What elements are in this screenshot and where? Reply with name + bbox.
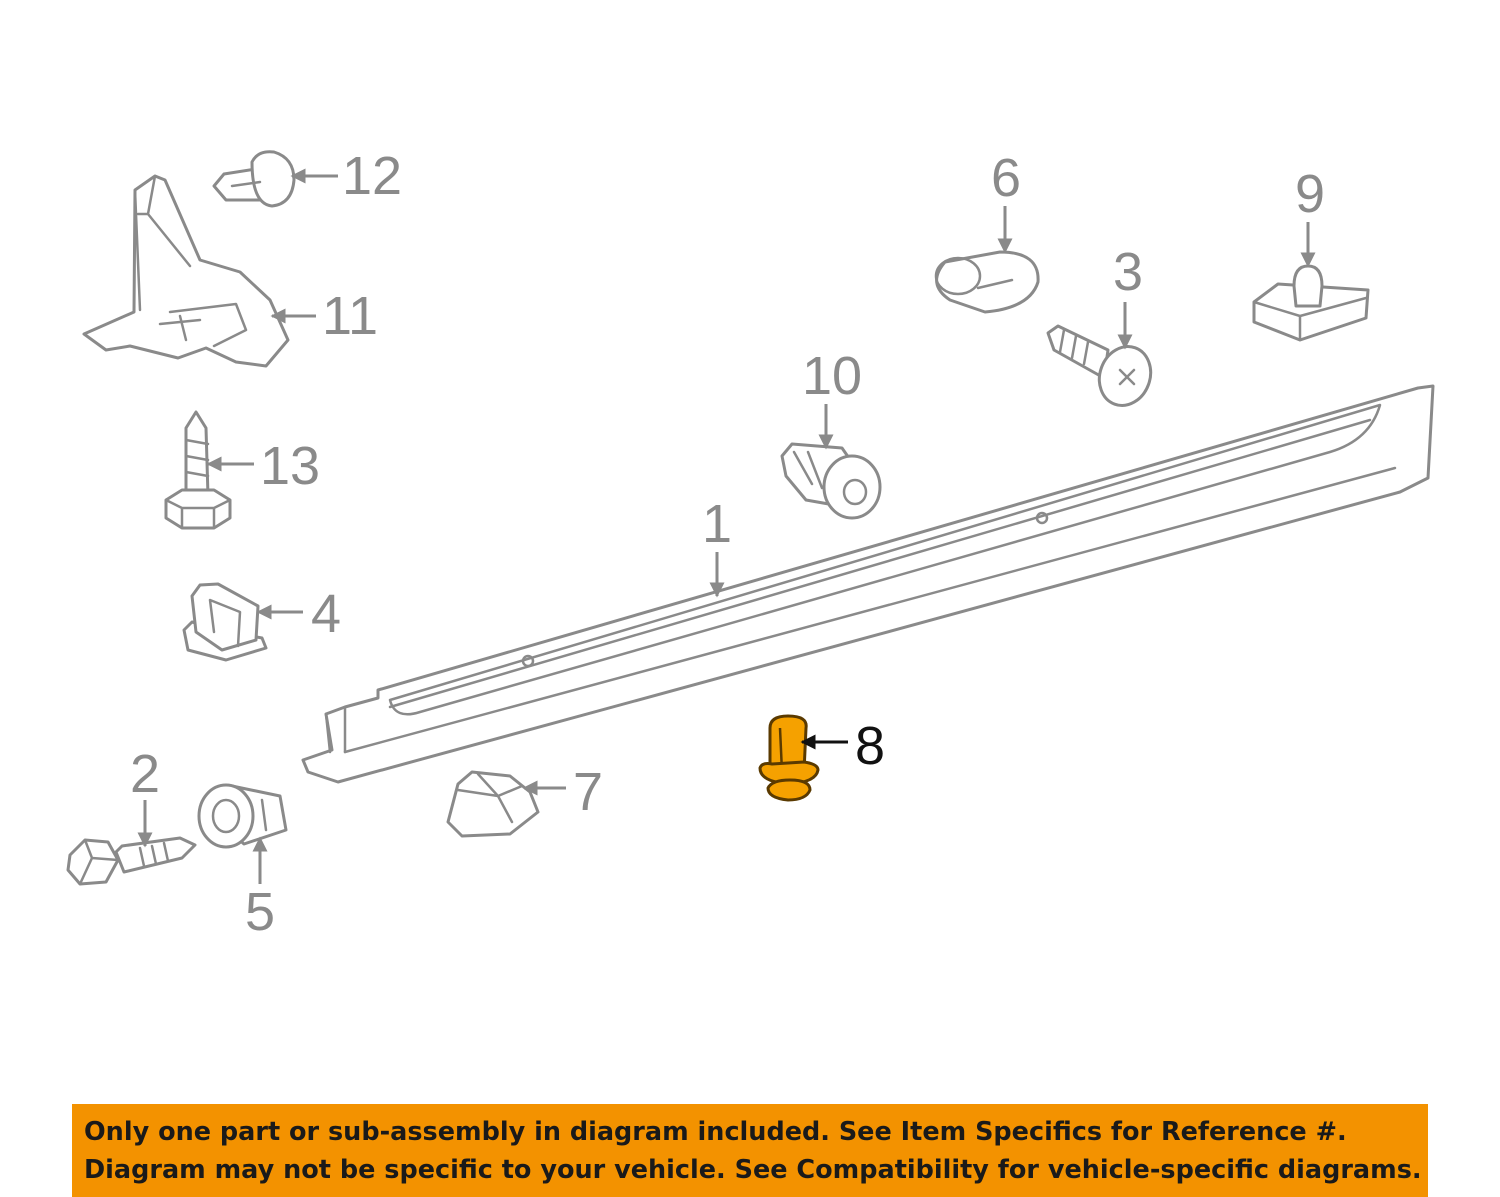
callout-1: 1 (702, 494, 732, 554)
callout-8: 8 (855, 716, 885, 776)
callout-13: 13 (260, 436, 320, 496)
clip-part-8-highlighted (758, 714, 820, 802)
callout-9: 9 (1295, 164, 1325, 224)
rivet-part-12 (212, 150, 296, 208)
callout-6: 6 (991, 148, 1021, 208)
callout-labels: 1 2 3 4 5 6 7 8 9 10 11 12 13 (130, 146, 1325, 942)
retainer-clip-part-7 (446, 770, 540, 838)
callout-10: 10 (802, 346, 862, 406)
callout-11: 11 (322, 286, 378, 346)
bracket-part-11 (82, 174, 290, 368)
leader-lines (137, 168, 1316, 884)
callout-7: 7 (573, 762, 603, 822)
callout-5: 5 (245, 882, 275, 942)
clip-nut-part-4 (182, 582, 268, 662)
disclaimer-banner: Only one part or sub-assembly in diagram… (72, 1104, 1428, 1197)
rocker-molding-part-1 (301, 384, 1435, 784)
push-clip-part-10 (780, 442, 882, 520)
parts-diagram: 1 2 3 4 5 6 7 8 9 10 11 12 13 (66, 146, 1435, 942)
disclaimer-line-1: Only one part or sub-assembly in diagram… (84, 1116, 1347, 1147)
callout-2: 2 (130, 744, 160, 804)
clip-nut-part-9 (1252, 264, 1370, 342)
callout-12: 12 (342, 146, 402, 206)
disclaimer-line-2: Diagram may not be specific to your vehi… (84, 1154, 1422, 1185)
grommet-nut-part-5 (197, 783, 288, 849)
hex-bolt-part-2 (66, 836, 197, 886)
stud-bolt-part-13 (164, 410, 232, 530)
oval-clip-part-6 (934, 250, 1040, 314)
screw-part-3 (1046, 324, 1153, 407)
callout-4: 4 (311, 584, 341, 644)
callout-3: 3 (1113, 242, 1143, 302)
